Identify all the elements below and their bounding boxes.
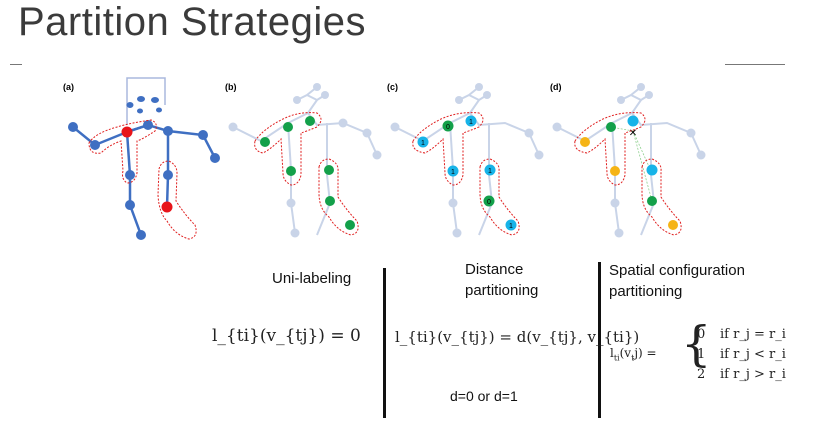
distance-partitioning-label-line1: Distance bbox=[465, 261, 524, 278]
spatial-case-1-cond: if r_j < r_i bbox=[720, 347, 786, 362]
spatial-case-2-value: 2 bbox=[697, 367, 706, 382]
panel-label-b: (b) bbox=[225, 82, 237, 92]
distance-node-c-1e: 1 bbox=[505, 219, 517, 231]
panel-a-skeleton bbox=[68, 77, 220, 240]
separator-1 bbox=[383, 268, 386, 418]
distance-node-c-1b: 1 bbox=[465, 115, 477, 127]
panel-c-skeleton: 1 0 1 1 1 0 1 bbox=[390, 83, 544, 238]
distance-label: 1 bbox=[421, 140, 425, 147]
partition-figure: (a) (b) (c) (d) bbox=[63, 77, 706, 240]
spatial-formula-lhs: lti(vtj) = bbox=[610, 346, 657, 363]
distance-partitioning-label-line2: partitioning bbox=[465, 282, 539, 299]
uni-labeling-label: Uni-labeling bbox=[272, 270, 352, 287]
root-node-a-knee bbox=[161, 201, 173, 213]
distance-label: 1 bbox=[509, 223, 513, 230]
panel-label-d: (d) bbox=[550, 82, 562, 92]
panel-d-skeleton: ✕ bbox=[552, 83, 706, 238]
distance-node-c-1c: 1 bbox=[447, 165, 459, 177]
distance-node-c-1: 1 bbox=[417, 136, 429, 148]
slide-title: Partition Strategies bbox=[18, 0, 366, 44]
spatial-case-1-value: 1 bbox=[697, 347, 706, 362]
distance-label: 1 bbox=[488, 168, 492, 175]
distance-label: 0 bbox=[446, 124, 450, 131]
distance-node-c-1d: 1 bbox=[484, 164, 496, 176]
spatial-case-2-cond: if r_j > r_i bbox=[720, 367, 786, 382]
distance-node-c-0b: 0 bbox=[483, 195, 495, 207]
panel-label-a: (a) bbox=[63, 82, 74, 92]
distance-note: d=0 or d=1 bbox=[450, 388, 518, 404]
title-underline-right bbox=[725, 64, 785, 65]
center-cross-icon: ✕ bbox=[629, 128, 637, 139]
root-node-a bbox=[121, 126, 133, 138]
spatial-case-0-cond: if r_j = r_i bbox=[720, 327, 786, 342]
panel-b-skeleton bbox=[228, 83, 382, 238]
spatial-case-0-value: 0 bbox=[697, 327, 706, 342]
spatial-config-label-line1: Spatial configuration bbox=[609, 262, 745, 279]
separator-2 bbox=[598, 262, 601, 418]
distance-label: 1 bbox=[451, 169, 455, 176]
distance-formula: l_{ti}(v_{tj}) = d(v_{tj}, v_{ti}) bbox=[395, 328, 640, 346]
spatial-brace: { bbox=[681, 316, 712, 372]
distance-node-c-0: 0 bbox=[442, 120, 454, 132]
title-underline-left bbox=[10, 64, 22, 65]
uni-labeling-formula: l_{ti}(v_{tj}) = 0 bbox=[212, 326, 361, 346]
spatial-config-label-line2: partitioning bbox=[609, 283, 683, 300]
panel-label-c: (c) bbox=[387, 82, 398, 92]
distance-label: 1 bbox=[469, 119, 473, 126]
distance-label: 0 bbox=[487, 199, 491, 206]
